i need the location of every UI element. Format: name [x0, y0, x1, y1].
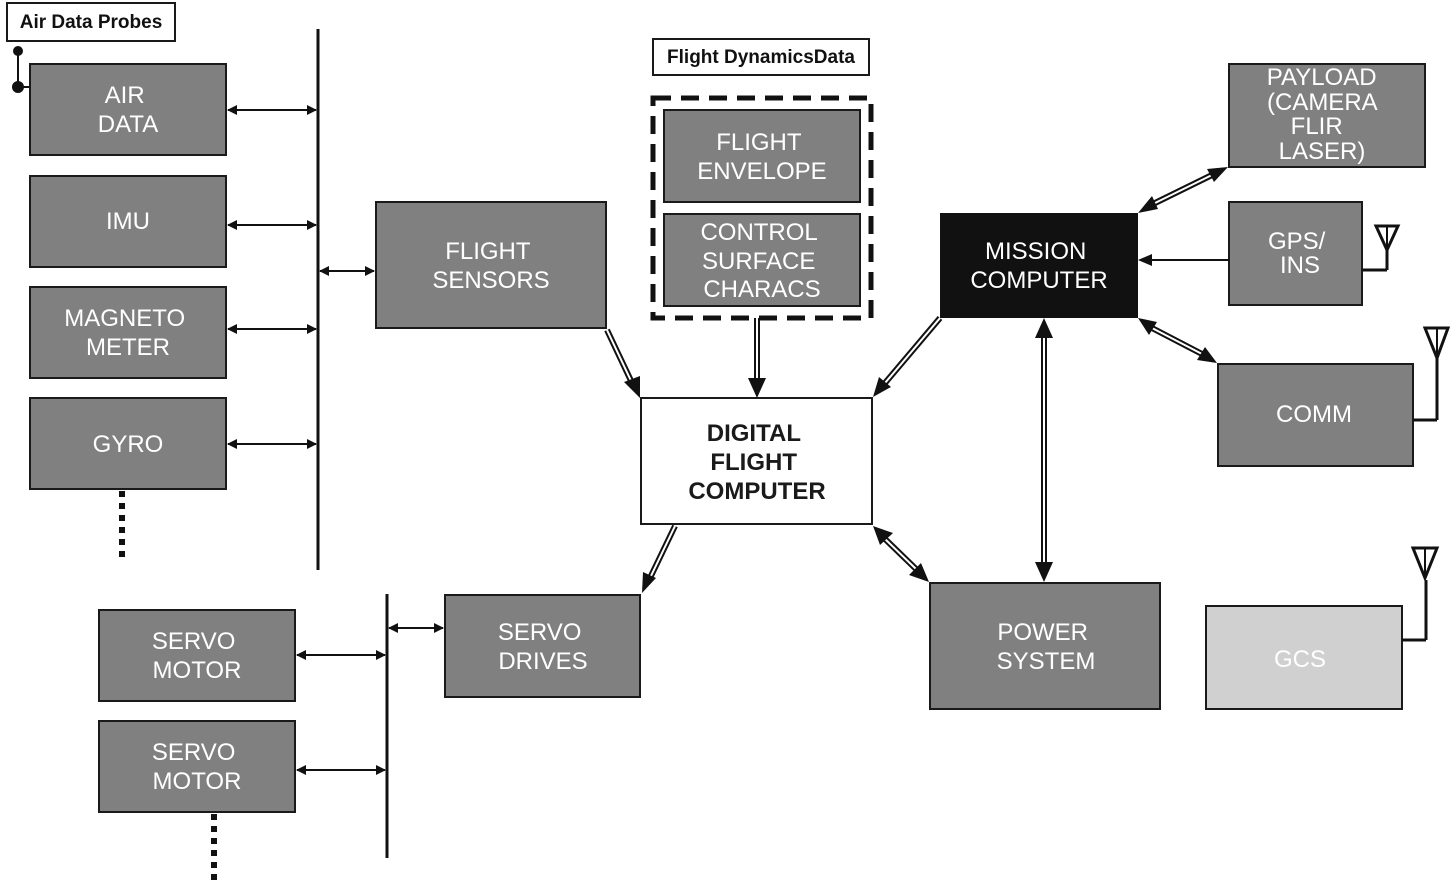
power-system-label-line2: SYSTEM	[997, 648, 1096, 675]
flight-envelope-label-line2: ENVELOPE	[697, 158, 826, 185]
mission-computer-power-system-arrow	[1035, 318, 1053, 582]
comm-block[interactable]: COMM	[1217, 363, 1414, 467]
gyro-block[interactable]: GYRO	[29, 397, 227, 490]
flight-sensors-label-line2: SENSORS	[432, 267, 549, 294]
servo-drives-label-line1: SERVO	[498, 619, 582, 646]
mission-computer-to-dfc-arrow	[873, 316, 943, 397]
flight-dynamics-data-group	[650, 95, 874, 321]
payload-label-line2: (CAMERA	[1267, 89, 1378, 116]
control-surface-label-line2: SURFACE	[702, 248, 815, 275]
gps-ins-block[interactable]: GPS/ INS	[1228, 201, 1363, 306]
air-data-probes-label: Air Data Probes	[6, 2, 176, 42]
svg-text:DIGITAL FLIGHT COM: DIGITAL FLIGHT COMPUTER	[688, 420, 825, 505]
power-system-label-line1: POWER	[997, 619, 1088, 646]
control-surface-block[interactable]: CONTROL SURFACE CHARACS	[663, 213, 861, 307]
payload-block[interactable]: PAYLOAD (CAMERA FLIR LASER)	[1228, 63, 1426, 168]
mission-computer-comm-arrow	[1138, 318, 1217, 363]
imu-block[interactable]: IMU	[29, 175, 227, 268]
svg-text:SERVO MOTOR: SERVO MOTOR	[152, 628, 242, 684]
comm-label: COMM	[1276, 401, 1352, 428]
svg-text:FLIGHT ENVELOPE: FLIGHT ENVELOPE	[697, 129, 826, 185]
magnetometer-label-line2: METER	[86, 334, 170, 361]
payload-label-line3: FLIR	[1291, 113, 1343, 140]
mission-computer-label-line1: MISSION	[985, 238, 1086, 265]
flight-sensors-block[interactable]: FLIGHT SENSORS	[375, 201, 607, 329]
comm-antenna-icon	[1413, 326, 1451, 422]
magnetometer-block[interactable]: MAGNETO METER	[29, 286, 227, 379]
svg-text:SERVO DRIVES: SERVO DRIVES	[498, 619, 588, 675]
svg-text:PAYLOAD (CAMERA FL: PAYLOAD (CAMERA FLIR LASER)	[1267, 64, 1384, 165]
svg-text:Air Data Probes: Air Data Probes	[20, 12, 163, 33]
gps-ins-label-line2: INS	[1280, 252, 1320, 279]
air-data-label-line1: AIR	[105, 82, 145, 109]
servo-motor-1-label-line1: SERVO	[152, 628, 236, 655]
air-data-block[interactable]: AIR DATA	[29, 63, 227, 156]
dfc-label-line2: FLIGHT	[710, 449, 797, 476]
svg-text:AIR DATA: AIR DATA	[98, 82, 158, 138]
svg-text:SERVO MOTOR: SERVO MOTOR	[152, 739, 242, 795]
svg-text:Flight DynamicsData: Flight DynamicsData	[667, 47, 855, 68]
servo-motor-1-label-line2: MOTOR	[153, 657, 242, 684]
flight-dynamics-to-dfc-arrow	[748, 318, 766, 398]
control-surface-label-line3: CHARACS	[703, 276, 820, 303]
air-data-probe-connector	[12, 46, 30, 93]
flight-envelope-label-line1: FLIGHT	[716, 129, 802, 156]
mission-computer-block[interactable]: MISSION COMPUTER	[940, 213, 1138, 318]
digital-flight-computer-block[interactable]: DIGITAL FLIGHT COMPUTER	[640, 397, 873, 525]
mission-computer-payload-arrow	[1138, 167, 1228, 213]
flight-sensors-to-dfc-arrow	[604, 328, 640, 398]
servo-motor-2-block[interactable]: SERVO MOTOR	[98, 720, 296, 813]
gps-antenna-icon	[1362, 224, 1401, 272]
dfc-power-system-arrow	[873, 526, 929, 582]
payload-label-line4: LASER)	[1279, 138, 1366, 165]
gps-ins-to-mission-computer-arrow	[1138, 254, 1229, 266]
dfc-label-line1: DIGITAL	[707, 420, 801, 447]
svg-text:CONTROL SURFACE CH: CONTROL SURFACE CHARACS	[700, 219, 823, 303]
servo-drives-label-line2: DRIVES	[498, 648, 587, 675]
svg-text:FLIGHT SENSORS: FLIGHT SENSORS	[432, 238, 549, 294]
flight-envelope-block[interactable]: FLIGHT ENVELOPE	[663, 109, 861, 203]
gps-ins-label-line1: GPS/	[1268, 228, 1326, 255]
flight-sensors-label-line1: FLIGHT	[445, 238, 531, 265]
imu-label: IMU	[106, 208, 150, 235]
svg-text:POWER SYSTEM: POWER SYSTEM	[997, 619, 1096, 675]
gcs-antenna-icon	[1402, 546, 1440, 642]
gcs-block[interactable]: GCS	[1205, 605, 1403, 710]
dfc-label-line3: COMPUTER	[688, 478, 825, 505]
servo-motor-2-label-line2: MOTOR	[153, 768, 242, 795]
gyro-label: GYRO	[93, 431, 164, 458]
svg-text:MISSION COMPUTER: MISSION COMPUTER	[970, 238, 1107, 294]
air-data-label-line2: DATA	[98, 111, 158, 138]
servo-motor-1-block[interactable]: SERVO MOTOR	[98, 609, 296, 702]
svg-text:MAGNETO METER: MAGNETO METER	[64, 305, 192, 361]
magnetometer-label-line1: MAGNETO	[64, 305, 185, 332]
servo-motor-2-label-line1: SERVO	[152, 739, 236, 766]
control-surface-label-line1: CONTROL	[700, 219, 817, 246]
power-system-block[interactable]: POWER SYSTEM	[929, 582, 1161, 710]
mission-computer-label-line2: COMPUTER	[970, 267, 1107, 294]
svg-text:GPS/ INS: GPS/ INS	[1268, 228, 1332, 279]
payload-label-line1: PAYLOAD	[1267, 64, 1377, 91]
dfc-to-servo-drives-arrow	[642, 524, 678, 593]
servo-drives-block[interactable]: SERVO DRIVES	[444, 594, 641, 698]
flight-dynamics-data-label: Flight DynamicsData	[652, 38, 870, 76]
gcs-label: GCS	[1274, 646, 1326, 673]
